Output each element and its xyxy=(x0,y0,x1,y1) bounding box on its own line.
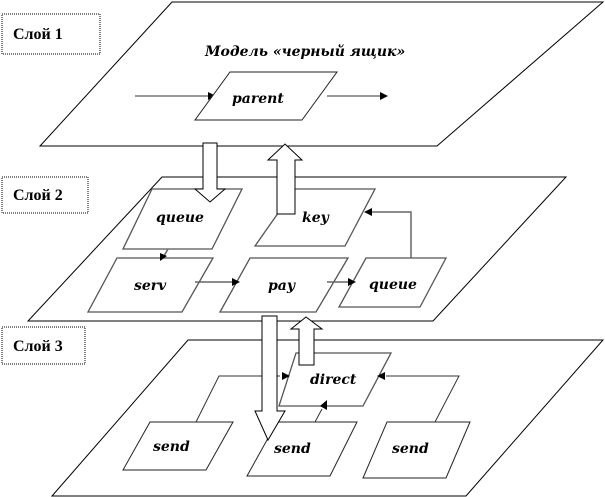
arrow-head-icon xyxy=(364,208,372,216)
edge-queue-to-key xyxy=(364,208,412,258)
node-l3-direct[interactable]: direct xyxy=(278,352,393,407)
node-l3-send-left-shape xyxy=(122,421,234,471)
node-l3-send-right-label: send xyxy=(392,441,429,457)
layer-1-label: Слой 1 xyxy=(1,13,101,55)
node-l2-serv-shape xyxy=(86,257,215,313)
node-l3-send-mid-shape xyxy=(246,421,358,477)
layer-2-label: Слой 2 xyxy=(1,176,89,214)
node-l2-pay[interactable]: pay xyxy=(218,257,350,313)
node-l3-send-right-shape xyxy=(362,421,471,479)
node-l3-send-mid[interactable]: send xyxy=(246,421,358,477)
arrow-head-icon xyxy=(380,92,388,100)
block-arrow-down-icon xyxy=(254,315,286,442)
node-l3-send-left-label: send xyxy=(153,439,190,455)
edge-pay-to-queue xyxy=(327,278,356,286)
edge-line xyxy=(314,408,323,423)
edge-parent-to-output xyxy=(327,92,388,100)
edge-serv-to-pay xyxy=(195,278,240,286)
node-l2-key-label: key xyxy=(302,210,330,226)
edge-line xyxy=(163,248,169,257)
node-l2-serv[interactable]: serv xyxy=(86,257,215,313)
edge-send-left-to-direct xyxy=(195,372,290,423)
node-l2-queue-top-label: queue xyxy=(156,210,204,226)
layer-1-title: Модель «черный ящик» xyxy=(204,43,405,60)
node-parent-label: parent xyxy=(232,91,284,107)
arrow-head-icon xyxy=(160,253,167,261)
block-arrow-up-icon xyxy=(289,316,324,366)
edge-queue-to-serv xyxy=(160,248,169,261)
node-l2-queue-right-label: queue xyxy=(369,277,417,293)
node-l3-send-right[interactable]: send xyxy=(362,421,471,479)
node-l2-serv-label: serv xyxy=(134,278,167,294)
node-l2-queue-top[interactable]: queue xyxy=(121,188,244,250)
edge-line xyxy=(195,375,280,423)
node-parent-shape xyxy=(194,71,338,121)
node-l2-pay-label: pay xyxy=(268,278,296,294)
edge-send-mid-to-direct xyxy=(314,400,327,423)
block-arrow-down-icon xyxy=(193,142,227,203)
node-l3-send-left[interactable]: send xyxy=(122,421,234,471)
node-parent[interactable]: parent xyxy=(194,71,338,121)
layer-2-label-text: Слой 2 xyxy=(13,187,63,204)
arrow-head-icon xyxy=(232,278,240,286)
arrow-head-icon xyxy=(320,400,327,410)
layer-3-label: Слой 3 xyxy=(1,326,86,365)
layer-3-label-text: Слой 3 xyxy=(13,338,63,355)
edge-send-right-to-direct xyxy=(377,372,460,423)
arrow-head-icon xyxy=(348,278,356,286)
edge-line xyxy=(372,211,412,258)
node-l3-direct-label: direct xyxy=(310,372,357,388)
node-l2-queue-right[interactable]: queue xyxy=(337,257,448,308)
edge-line xyxy=(386,375,460,423)
arrow-head-icon xyxy=(377,372,385,380)
block-arrow-up-icon xyxy=(266,143,304,215)
arrow-head-icon xyxy=(282,372,290,380)
node-l3-send-mid-label: send xyxy=(274,441,311,457)
layer-1-label-box xyxy=(1,13,101,55)
layer-2-label-box xyxy=(1,176,89,214)
node-l2-queue-right-shape xyxy=(337,257,448,308)
node-l2-pay-shape xyxy=(218,257,350,313)
layer-3-label-box xyxy=(1,326,86,365)
node-l3-direct-shape xyxy=(278,352,393,407)
layer-1-label-text: Слой 1 xyxy=(13,26,63,43)
